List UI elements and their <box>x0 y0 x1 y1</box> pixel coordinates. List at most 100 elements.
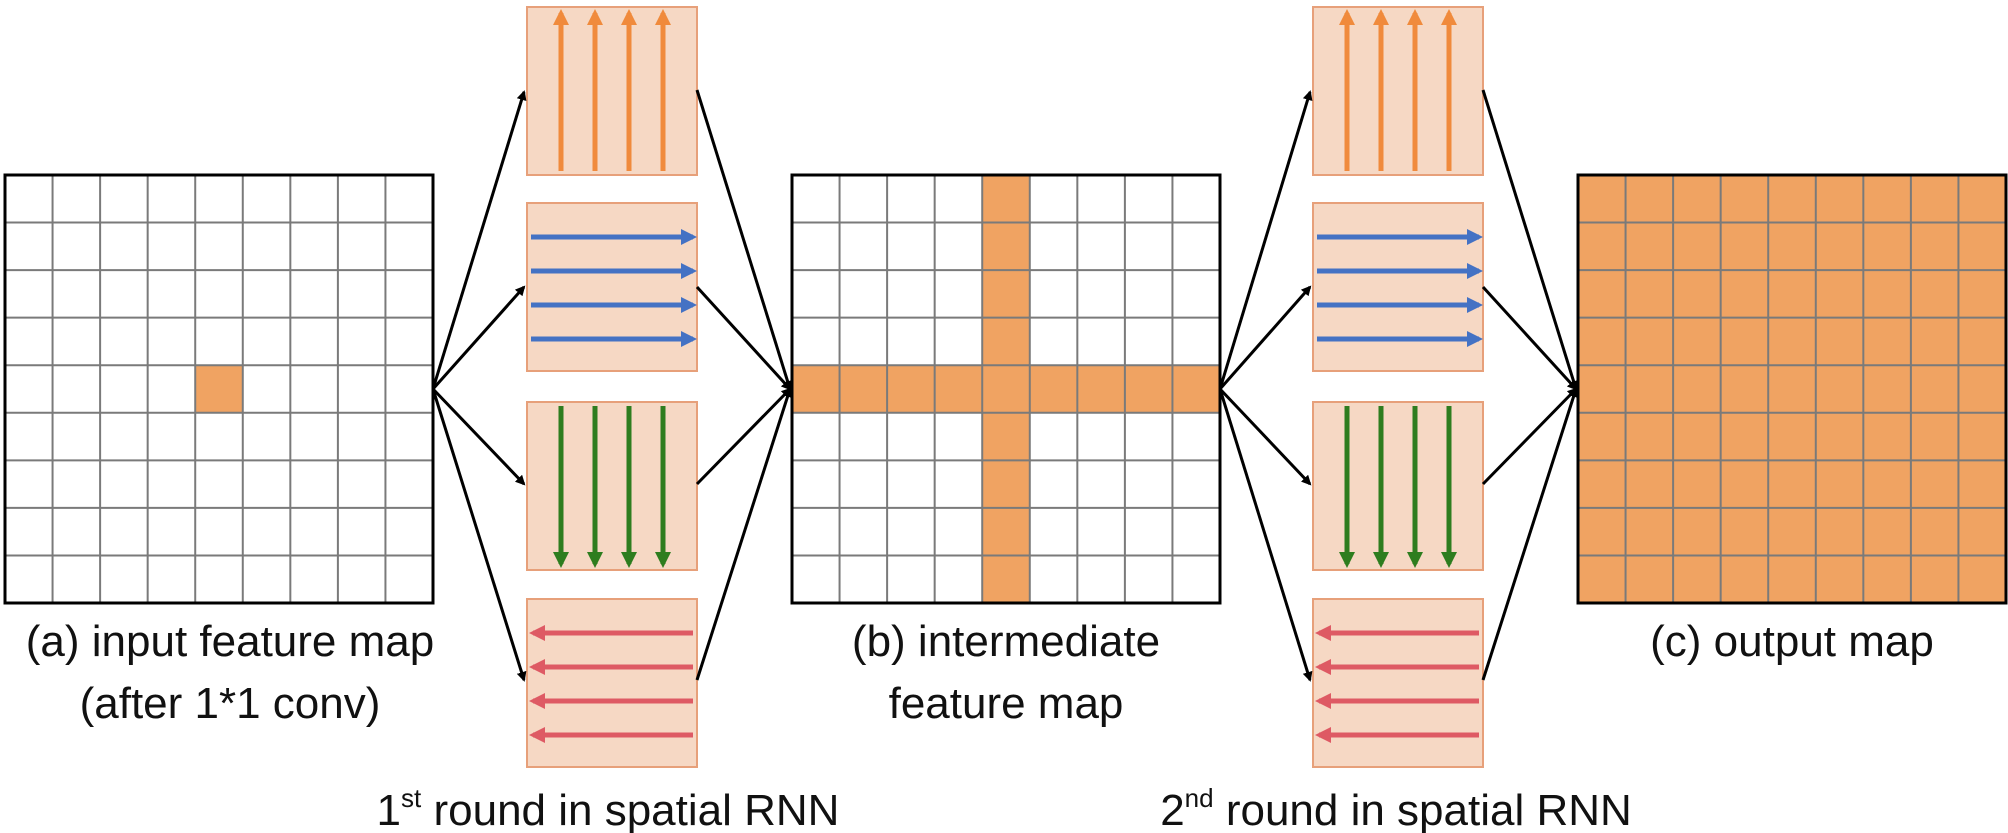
output-map-label: (c) output map <box>1650 617 1934 666</box>
fan-in-arrow <box>695 285 792 391</box>
output-highlight-cell <box>1625 175 1674 223</box>
output-highlight-cell <box>1578 555 1626 603</box>
output-highlight-cell <box>1768 507 1816 556</box>
fan-in-arrow <box>695 387 793 681</box>
output-highlight-cell <box>1768 175 1816 223</box>
intermediate-highlight-cell <box>792 365 840 413</box>
round1-panels <box>526 6 698 768</box>
round2-panels <box>1312 6 1484 768</box>
output-highlight-cell <box>1673 507 1721 556</box>
output-highlight-cell <box>1863 460 1911 508</box>
output-highlight-cell <box>1863 317 1911 366</box>
output-highlight-cell <box>1625 270 1674 318</box>
round1-panel-right <box>526 202 698 372</box>
output-highlight-cell <box>1625 317 1674 366</box>
fan-out-arrow <box>1218 388 1313 682</box>
output-highlight-cell <box>1958 555 2006 603</box>
round1-number: 1 <box>377 786 401 833</box>
output-highlight-cell <box>1578 175 1626 223</box>
round1-panel-down <box>526 401 698 571</box>
output-highlight-cell <box>1815 507 1864 556</box>
output-highlight-cell <box>1673 222 1721 271</box>
output-highlight-cell <box>1578 317 1626 366</box>
output-highlight-cell <box>1910 555 1959 603</box>
intermediate-highlight-cell <box>839 365 888 413</box>
output-highlight-cell <box>1578 270 1626 318</box>
output-highlight-cell <box>1958 460 2006 508</box>
round1-panel-left-background <box>526 598 698 768</box>
output-highlight-cell <box>1863 555 1911 603</box>
fan-in-arrow <box>695 89 793 391</box>
fan-out-arrow <box>1218 285 1312 390</box>
fan-in-arrow <box>1481 387 1578 486</box>
output-highlight-cell <box>1625 222 1674 271</box>
intermediate-highlight-cell <box>1029 365 1078 413</box>
intermediate-map-label-line1: (b) intermediate <box>852 617 1160 666</box>
round2-panel-down <box>1312 401 1484 571</box>
output-highlight-cell <box>1958 507 2006 556</box>
output-highlight-cell <box>1768 365 1816 413</box>
fan-out-arrow <box>1218 387 1312 486</box>
output-highlight-cell <box>1958 412 2006 461</box>
output-highlight-cell <box>1910 460 1959 508</box>
output-highlight-cell <box>1578 365 1626 413</box>
fan-out-arrow <box>431 388 527 682</box>
output-highlight-cell <box>1768 317 1816 366</box>
output-highlight-cell <box>1625 365 1674 413</box>
output-highlight-cell <box>1768 412 1816 461</box>
output-highlight-cell <box>1863 412 1911 461</box>
output-map <box>1576 173 2008 605</box>
input-highlight-cell <box>195 365 243 413</box>
output-highlight-cell <box>1863 175 1911 223</box>
input-map-label-line1: (a) input feature map <box>26 617 434 666</box>
output-highlight-cell <box>1768 270 1816 318</box>
output-highlight-cell <box>1815 460 1864 508</box>
output-highlight-cell <box>1910 365 1959 413</box>
round1-text: round in spatial RNN <box>421 786 839 833</box>
intermediate-highlight-cell <box>982 222 1030 271</box>
output-highlight-cell <box>1910 270 1959 318</box>
round2-panel-right <box>1312 202 1484 372</box>
intermediate-highlight-cell <box>982 175 1030 223</box>
output-highlight-cell <box>1910 412 1959 461</box>
round2-panel-right-background <box>1312 202 1484 372</box>
round2-panel-up <box>1312 6 1484 176</box>
fan-in-arrow <box>1481 285 1578 391</box>
output-highlight-cell <box>1720 365 1769 413</box>
input-map-label-line2: (after 1*1 conv) <box>80 679 381 728</box>
output-highlight-cell <box>1720 222 1769 271</box>
intermediate-highlight-cell <box>982 270 1030 318</box>
output-highlight-cell <box>1910 175 1959 223</box>
fan-out-arrow <box>431 90 527 390</box>
intermediate-map-label-line2: feature map <box>889 679 1124 728</box>
output-highlight-cell <box>1910 317 1959 366</box>
output-highlight-cell <box>1720 317 1769 366</box>
round2-caption: 2nd round in spatial RNN <box>1160 783 1632 833</box>
output-highlight-cell <box>1958 222 2006 271</box>
output-highlight-cell <box>1578 412 1626 461</box>
output-highlight-cell <box>1578 507 1626 556</box>
output-highlight-cell <box>1863 365 1911 413</box>
output-highlight-cell <box>1625 555 1674 603</box>
output-highlight-cell <box>1673 460 1721 508</box>
output-highlight-cell <box>1673 555 1721 603</box>
round1-panel-down-background <box>526 401 698 571</box>
round1-panel-up <box>526 6 698 176</box>
input-feature-map <box>3 173 435 605</box>
round2-panel-up-background <box>1312 6 1484 176</box>
output-highlight-cell <box>1958 270 2006 318</box>
intermediate-highlight-cell <box>982 460 1030 508</box>
output-highlight-cell <box>1578 460 1626 508</box>
output-highlight-cell <box>1673 317 1721 366</box>
round2-panel-down-background <box>1312 401 1484 571</box>
output-highlight-cell <box>1720 412 1769 461</box>
output-highlight-cell <box>1625 460 1674 508</box>
fan-out-arrow <box>431 285 526 390</box>
output-highlight-cell <box>1720 507 1769 556</box>
output-highlight-cell <box>1673 270 1721 318</box>
output-highlight-cell <box>1673 175 1721 223</box>
intermediate-highlight-cell <box>1172 365 1220 413</box>
output-highlight-cell <box>1625 412 1674 461</box>
intermediate-feature-map <box>790 173 1222 605</box>
